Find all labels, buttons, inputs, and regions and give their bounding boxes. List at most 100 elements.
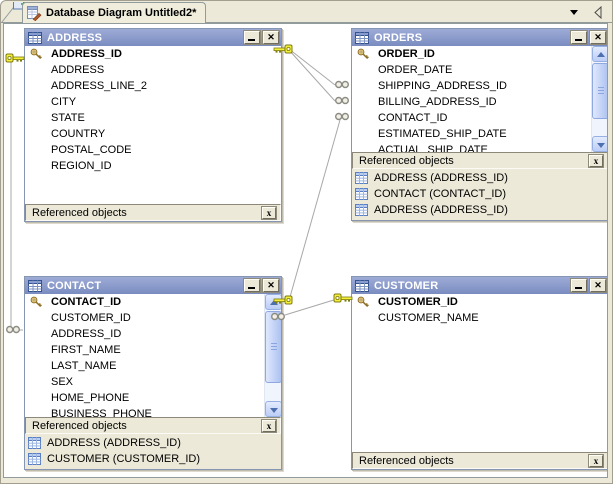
relationship-key-icon[interactable] [333,293,353,303]
scroll-up-icon[interactable] [265,294,281,310]
field-row[interactable]: CONTACT_ID [352,110,591,126]
relationship-many-icon[interactable] [270,312,286,321]
field-row[interactable]: SHIPPING_ADDRESS_ID [352,78,591,94]
field-name: BUSINESS_PHONE [51,408,152,417]
scroll-down-icon[interactable] [592,136,607,152]
ref-item-label: CUSTOMER (CUSTOMER_ID) [47,453,200,465]
scrollbar[interactable] [264,294,281,417]
relationship-key-icon[interactable] [273,44,293,54]
ref-item[interactable]: ADDRESS (ADDRESS_ID) [25,435,281,451]
scrollbar-thumb[interactable] [265,311,281,383]
relationship-many-icon[interactable] [334,96,350,105]
referenced-objects-bar: Referenced objects x [25,417,281,434]
primary-key-icon [30,296,43,308]
field-row[interactable]: REGION_ID [25,158,281,174]
table-titlebar[interactable]: CUSTOMER [352,277,607,294]
table-window-contact[interactable]: CONTACT CONTACT_IDCUSTOMER_IDADDRESS_IDFI… [24,276,282,470]
ref-item[interactable]: CUSTOMER (CUSTOMER_ID) [25,451,281,467]
scroll-left-icon[interactable] [594,5,602,24]
relationship-many-icon[interactable] [5,325,21,334]
field-row[interactable]: ADDRESS_LINE_2 [25,78,281,94]
table-titlebar[interactable]: CONTACT [25,277,281,294]
field-row[interactable]: BUSINESS_PHONE [25,406,264,417]
field-name: SEX [51,376,74,388]
table-window-orders[interactable]: ORDERS ORDER_ID ORDER_DATE SHIPPING_ADDRESS… [351,28,607,221]
scrollbar-thumb[interactable] [592,63,607,119]
close-button[interactable] [263,31,279,44]
field-row[interactable]: ORDER_DATE [352,62,591,78]
table-icon [28,31,42,44]
relationship-line[interactable] [10,58,23,331]
field-row[interactable]: POSTAL_CODE [25,142,281,158]
ref-panel-close-button[interactable]: x [589,154,603,167]
field-row[interactable]: BILLING_ADDRESS_ID [352,94,591,110]
field-row[interactable]: CITY [25,94,281,110]
field-name: ORDER_DATE [378,64,453,76]
table-titlebar[interactable]: ORDERS [352,29,607,46]
tab-label: Database Diagram Untitled2* [46,7,197,19]
relationship-line[interactable] [289,119,341,298]
close-button[interactable] [590,279,606,292]
field-name: CUSTOMER_ID [378,296,458,308]
ref-item[interactable]: CONTACT (CONTACT_ID) [352,186,607,202]
tab-database-diagram[interactable]: Database Diagram Untitled2* [22,2,207,23]
field-row[interactable]: LAST_NAME [25,358,264,374]
field-row[interactable]: ADDRESS_ID [25,326,264,342]
relationship-line[interactable] [284,298,338,316]
minimize-button[interactable] [571,279,587,292]
scroll-down-icon[interactable] [265,401,281,417]
field-row[interactable]: STATE [25,110,281,126]
referenced-objects-label: Referenced objects [359,454,454,467]
relationship-line[interactable] [288,48,336,86]
field-row[interactable]: ACTUAL_SHIP_DATE [352,142,591,152]
diagram-canvas[interactable]: ADDRESSADDRESS_IDADDRESSADDRESS_LINE_2CI… [3,23,608,478]
table-window-address[interactable]: ADDRESSADDRESS_IDADDRESSADDRESS_LINE_2CI… [24,28,282,222]
scroll-up-icon[interactable] [592,46,607,62]
field-name: ORDER_ID [378,48,435,60]
relationship-key-icon[interactable] [273,295,293,305]
scrollbar[interactable] [591,46,607,152]
close-button[interactable] [263,279,279,292]
field-name: STATE [51,112,85,124]
ref-item[interactable]: ADDRESS (ADDRESS_ID) [352,170,607,186]
primary-key-icon [357,48,370,60]
relationship-many-icon[interactable] [334,112,350,121]
ref-panel-close-button[interactable]: x [262,206,276,219]
table-window-customer[interactable]: CUSTOMER CUSTOMER_ID CUSTOMER_NAME Referenc… [351,276,607,470]
relationship-line[interactable] [288,49,336,102]
field-row[interactable]: ADDRESS_ID [25,46,281,62]
field-row[interactable]: SEX [25,374,264,390]
field-row[interactable]: CUSTOMER_ID [25,310,264,326]
minimize-button[interactable] [571,31,587,44]
table-titlebar[interactable]: ADDRESS [25,29,281,46]
field-row[interactable]: CUSTOMER_NAME [352,310,607,326]
relationship-many-icon[interactable] [334,80,350,89]
field-row[interactable]: ESTIMATED_SHIP_DATE [352,126,591,142]
tab-strip: Database Diagram Untitled2* [1,1,612,23]
field-row[interactable]: CUSTOMER_ID [352,294,607,310]
ref-item[interactable]: ADDRESS (ADDRESS_ID) [352,202,607,218]
tab-list-dropdown-icon[interactable] [570,10,578,15]
ref-panel-close-button[interactable]: x [589,454,603,467]
close-button[interactable] [590,31,606,44]
field-row[interactable]: COUNTRY [25,126,281,142]
ref-item-label: ADDRESS (ADDRESS_ID) [47,437,181,449]
field-row[interactable]: FIRST_NAME [25,342,264,358]
field-row[interactable]: CONTACT_ID [25,294,264,310]
field-name: REGION_ID [51,160,112,172]
ref-item-label: ADDRESS (ADDRESS_ID) [374,204,508,216]
field-row[interactable]: ADDRESS [25,62,281,78]
ref-item-label: CONTACT (CONTACT_ID) [374,188,506,200]
minimize-button[interactable] [244,31,260,44]
field-row[interactable]: HOME_PHONE [25,390,264,406]
referenced-objects-bar: Referenced objects x [352,452,607,469]
ref-panel-close-button[interactable]: x [262,419,276,432]
field-row[interactable]: ORDER_ID [352,46,591,62]
table-title: CONTACT [47,279,102,292]
relationship-key-icon[interactable] [5,53,25,63]
referenced-objects-label: Referenced objects [32,419,127,432]
minimize-button[interactable] [244,279,260,292]
field-list: CUSTOMER_ID CUSTOMER_NAME [352,294,607,452]
